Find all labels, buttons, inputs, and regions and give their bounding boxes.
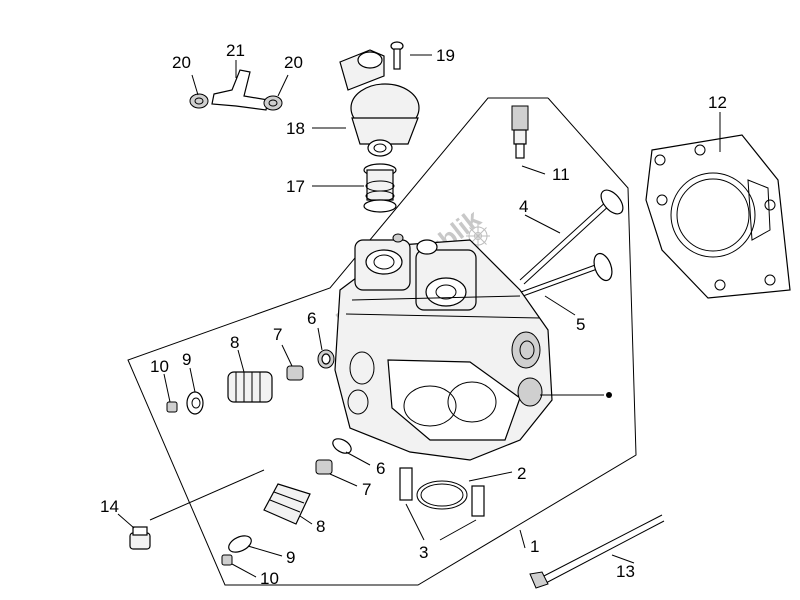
part-5-valve [509, 252, 613, 301]
part-20-hose-clamp-left [189, 93, 209, 109]
part-7-valve-stem-seal-lower [315, 459, 333, 475]
callout-21: 21 [226, 41, 245, 60]
part-2-o-ring [416, 480, 468, 510]
callout-20-right: 20 [284, 53, 303, 72]
callout-6-lower: 6 [376, 459, 385, 478]
callout-5: 5 [576, 315, 585, 334]
watermark-gear-icon [466, 224, 490, 248]
callout-2: 2 [517, 464, 526, 483]
callout-20-left: 20 [172, 53, 191, 72]
part-14-plug [129, 526, 151, 550]
part-4-valve [519, 189, 624, 285]
callout-9-lower: 9 [286, 548, 295, 567]
callout-3: 3 [419, 543, 428, 562]
part-8-valve-spring-lower [263, 483, 311, 525]
part-8-valve-spring-upper [227, 371, 273, 403]
callout-8-upper: 8 [230, 333, 239, 352]
callout-9-upper: 9 [182, 350, 191, 369]
callout-13: 13 [616, 562, 635, 581]
part-18-thermostat-cover [339, 49, 420, 157]
callout-1: 1 [530, 537, 539, 556]
part-19-screw [390, 41, 404, 70]
part-20-hose-clamp-right [263, 95, 283, 111]
part-3-dowel-pin-right [471, 485, 485, 517]
part-9-spring-retainer-upper [186, 391, 204, 415]
part-12-head-gasket [645, 134, 791, 299]
part-6-valve-seal-upper [317, 349, 335, 369]
callout-7-lower: 7 [362, 480, 371, 499]
leader-lines [117, 54, 721, 578]
callout-12: 12 [708, 93, 727, 112]
part-21-breather-hose [211, 69, 269, 111]
part-17-thermostat [363, 163, 397, 213]
callout-labels: 20 21 20 19 18 17 12 11 4 5 6 7 8 9 10 6… [100, 41, 727, 588]
part-10-valve-cotter-upper [166, 401, 178, 413]
callout-8-lower: 8 [316, 517, 325, 536]
callout-19: 19 [436, 46, 455, 65]
callout-10-upper: 10 [150, 357, 169, 376]
cylinder-head [334, 233, 553, 461]
callout-14: 14 [100, 497, 119, 516]
callout-6-upper: 6 [307, 309, 316, 328]
part-6-valve-seal-lower [332, 438, 352, 454]
part-7-valve-stem-seal-upper [286, 365, 304, 381]
part-10-valve-cotter-lower [221, 554, 233, 566]
part-13-stud-bolt [529, 514, 665, 589]
callout-17: 17 [286, 177, 305, 196]
callout-18: 18 [286, 119, 305, 138]
part-11-temperature-sensor [511, 105, 529, 159]
callout-4: 4 [519, 197, 528, 216]
callout-7-upper: 7 [273, 325, 282, 344]
part-3-dowel-pin-left [399, 467, 413, 501]
part-9-spring-retainer-lower [228, 535, 252, 553]
assembly-boundary [127, 97, 637, 586]
callout-10-lower: 10 [260, 569, 279, 588]
callout-11: 11 [552, 165, 570, 184]
